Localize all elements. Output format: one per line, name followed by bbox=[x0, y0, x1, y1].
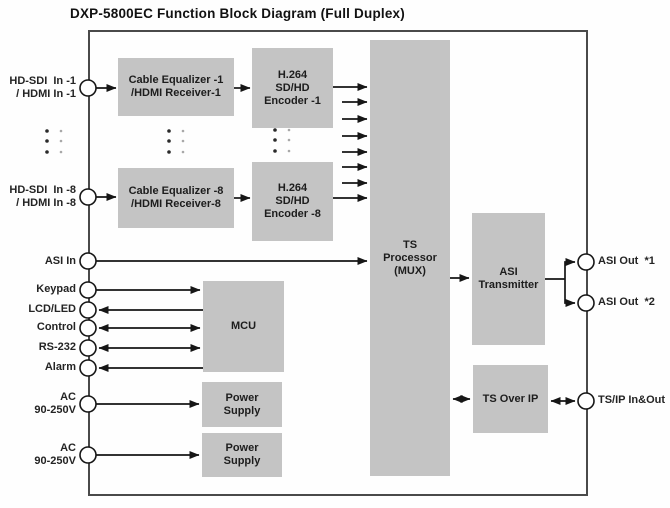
block-h264-encoder-8: H.264 SD/HD Encoder -8 bbox=[252, 162, 333, 241]
port-label-lcd-led: LCD/LED bbox=[28, 303, 76, 315]
port-label-hdsdi-in-1: HD-SDI In -1 / HDMI In -1 bbox=[9, 75, 76, 100]
block-ts-processor-mux: TS Processor (MUX) bbox=[370, 40, 450, 476]
block-h264-encoder-1: H.264 SD/HD Encoder -1 bbox=[252, 48, 333, 128]
port-label-ac-1: AC 90-250V bbox=[34, 391, 76, 416]
block-ts-over-ip: TS Over IP bbox=[473, 365, 548, 433]
block-cable-equalizer-8: Cable Equalizer -8 /HDMI Receiver-8 bbox=[118, 168, 234, 228]
port-label-asi-out-1: ASI Out *1 bbox=[598, 255, 655, 267]
block-power-supply-1: Power Supply bbox=[202, 382, 282, 427]
port-label-asi-out-2: ASI Out *2 bbox=[598, 296, 655, 308]
block-cable-equalizer-1: Cable Equalizer -1 /HDMI Receiver-1 bbox=[118, 58, 234, 116]
port-label-alarm: Alarm bbox=[44, 361, 76, 373]
port-label-ts-ip-inout: TS/IP In&Out bbox=[598, 394, 666, 406]
block-asi-transmitter: ASI Transmitter bbox=[472, 213, 545, 345]
port-label-ac-2: AC 90-250V bbox=[34, 442, 76, 467]
port-label-rs232: RS-232 bbox=[38, 341, 76, 353]
port-label-control: Control bbox=[36, 321, 76, 333]
block-power-supply-2: Power Supply bbox=[202, 433, 282, 477]
port-label-keypad: Keypad bbox=[36, 283, 76, 295]
port-label-hdsdi-in-8: HD-SDI In -8 / HDMI In -8 bbox=[9, 184, 76, 209]
diagram-title: DXP-5800EC Function Block Diagram (Full … bbox=[70, 6, 405, 21]
block-mcu: MCU bbox=[203, 281, 284, 372]
port-label-asi-in: ASI In bbox=[44, 255, 76, 267]
